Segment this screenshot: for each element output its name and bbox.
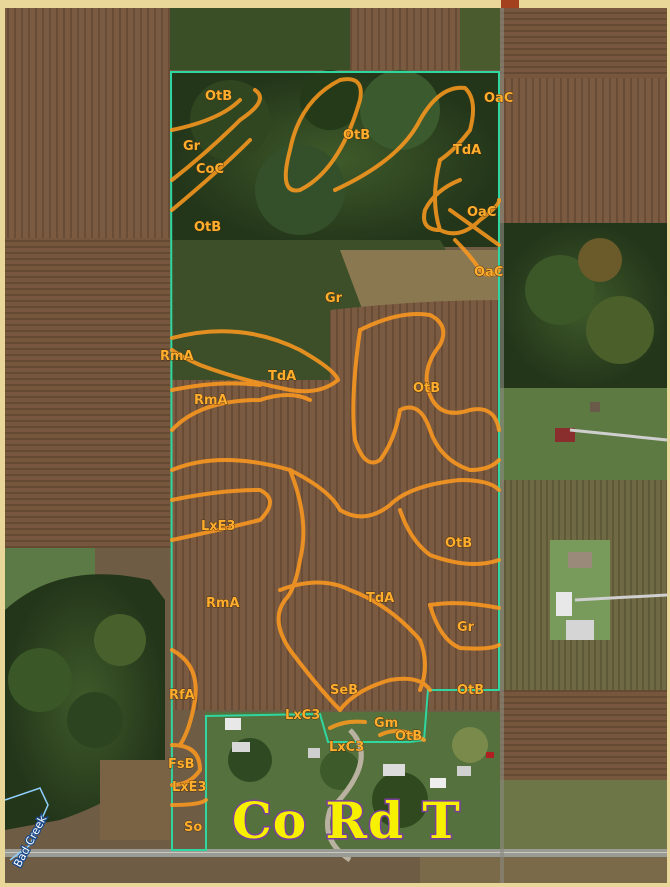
aerial-imagery xyxy=(4,8,668,883)
soil-label: So xyxy=(184,820,202,835)
soil-label: LxC3 xyxy=(329,740,364,755)
soil-label: OaC xyxy=(484,91,513,106)
soil-label: CoC xyxy=(196,162,224,177)
soil-label: SeB xyxy=(330,683,358,698)
soil-label: RmA xyxy=(194,393,228,408)
soil-label: Gr xyxy=(325,291,343,306)
soil-label: RmA xyxy=(206,596,240,611)
soil-label: OtB xyxy=(445,536,472,551)
soil-label: TdA xyxy=(366,591,394,606)
soil-label: OtB xyxy=(413,381,440,396)
soil-label: OaC xyxy=(467,205,496,220)
frame-marker xyxy=(501,0,519,8)
soil-label: OtB xyxy=(194,220,221,235)
soil-label: FsB xyxy=(168,757,195,772)
soil-label: LxE3 xyxy=(201,519,236,534)
parcel-boundary xyxy=(169,71,500,851)
soil-label: LxE3 xyxy=(172,780,207,795)
soil-label: Gm xyxy=(374,716,398,731)
soil-label: OtB xyxy=(395,729,422,744)
soil-label: OtB xyxy=(343,128,370,143)
soil-label: OtB xyxy=(457,683,484,698)
soil-label: LxC3 xyxy=(285,708,320,723)
soil-label: OtB xyxy=(205,89,232,104)
soil-boundaries xyxy=(170,77,501,807)
soil-label: RmA xyxy=(160,349,194,364)
soil-label: Gr xyxy=(457,620,475,635)
soil-label: TdA xyxy=(268,369,296,384)
soil-label: TdA xyxy=(453,143,481,158)
soil-labels: OtB OaC Gr CoC OtB TdA OaC OtB OaC Gr Rm… xyxy=(160,89,514,836)
soil-label: Gr xyxy=(183,139,201,154)
soil-label: RfA xyxy=(169,688,195,703)
road-label: Co Rd T xyxy=(232,791,461,850)
soil-label: OaC xyxy=(474,265,503,280)
